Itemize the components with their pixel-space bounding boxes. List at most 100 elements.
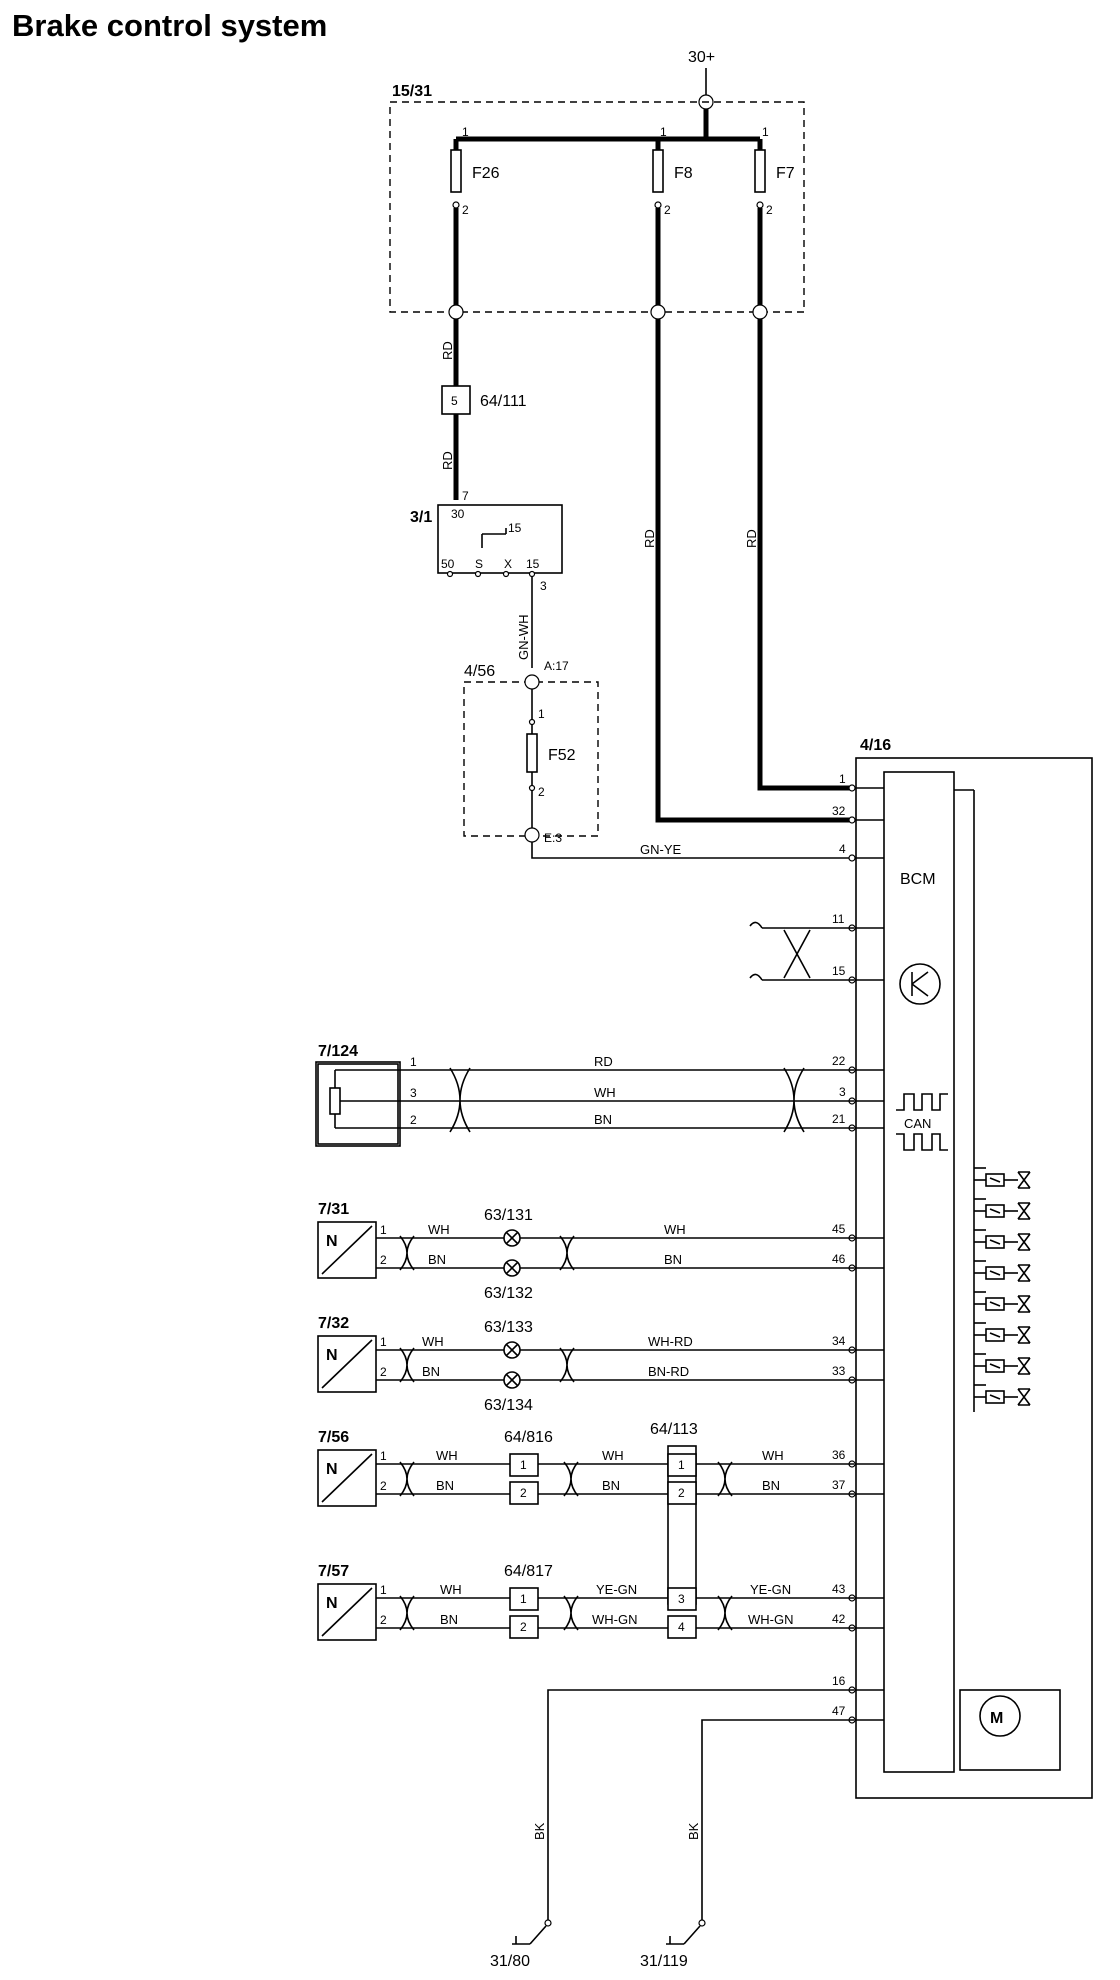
bcm-pin-3: 3 [839, 1085, 846, 1099]
svg-text:BN: BN [594, 1112, 612, 1127]
svg-text:50: 50 [441, 557, 455, 571]
ground-31-80-label: 31/80 [490, 1953, 530, 1970]
valve-icon [974, 1291, 1031, 1313]
svg-text:2: 2 [380, 1253, 387, 1267]
fuse-f8-label: F8 [674, 165, 693, 182]
wire-rd-label-4: RD [744, 529, 759, 548]
bcm-module: 4/16 BCM CAN M [855, 737, 1093, 1799]
svg-text:3: 3 [678, 1592, 685, 1606]
sensor-7-57-label: 7/57 [318, 1563, 349, 1580]
svg-text:1: 1 [462, 125, 469, 139]
fuse-f8-body [652, 149, 664, 193]
svg-text:S: S [475, 557, 483, 571]
bcm-pin-36: 36 [832, 1448, 846, 1462]
svg-text:WH: WH [664, 1222, 686, 1237]
fusebox-15-31: 15/31 1 2 F26 1 2 F8 1 [389, 83, 805, 320]
svg-text:WH: WH [436, 1448, 458, 1463]
valve-icon [974, 1353, 1031, 1375]
f26-branch: RD 5 64/111 RD 7 [440, 319, 527, 503]
fusebox-15-31-label: 15/31 [392, 83, 432, 100]
svg-text:2: 2 [520, 1620, 527, 1634]
svg-text:BN: BN [440, 1612, 458, 1627]
sensor-7-124: 7/124 1 3 2 RD WH BN [315, 1043, 854, 1147]
svg-text:2: 2 [410, 1113, 417, 1127]
wheel-sensors: 7/31 N 1 2 WH BN 63/131 63/132 WH BN [317, 1201, 854, 1641]
svg-text:WH-RD: WH-RD [648, 1334, 693, 1349]
connector-64-113-lower: 3 4 [667, 1587, 697, 1639]
svg-text:2: 2 [766, 203, 773, 217]
svg-text:N: N [326, 1461, 338, 1478]
svg-text:64/816: 64/816 [504, 1429, 553, 1446]
bcm-pin-16: 16 [832, 1674, 846, 1688]
connector-63-134: 63/134 [484, 1371, 533, 1414]
bcm-terminal-32 [848, 816, 856, 824]
svg-text:4: 4 [678, 1620, 685, 1634]
svg-text:15: 15 [526, 557, 540, 571]
bcm-pin-21: 21 [832, 1112, 846, 1126]
svg-text:1: 1 [520, 1458, 527, 1472]
svg-text:1: 1 [380, 1223, 387, 1237]
svg-text:BN: BN [762, 1478, 780, 1493]
svg-text:3: 3 [540, 579, 547, 593]
svg-text:BN: BN [602, 1478, 620, 1493]
gateway-icon [899, 963, 941, 1005]
svg-text:1: 1 [538, 707, 545, 721]
connector-63-132: 63/132 [484, 1259, 533, 1302]
valve-icon [974, 1229, 1031, 1251]
svg-text:E:3: E:3 [544, 831, 562, 845]
supply-terminal-label: 30+ [688, 49, 715, 66]
valve-icon [974, 1384, 1031, 1406]
fuse-f7-body [754, 149, 766, 193]
svg-text:WH-GN: WH-GN [592, 1612, 638, 1627]
motor-letter: M [990, 1710, 1003, 1727]
bcm-terminal-4 [848, 854, 856, 862]
sensor-7-31-label: 7/31 [318, 1201, 349, 1218]
svg-text:3: 3 [410, 1086, 417, 1100]
svg-text:WH: WH [422, 1334, 444, 1349]
bcm-pin-34: 34 [832, 1334, 846, 1348]
wire-gn-wh-label: GN-WH [516, 615, 531, 661]
connector-63-133: 63/133 [484, 1319, 533, 1359]
bcm-pin-22: 22 [832, 1054, 846, 1068]
svg-text:2: 2 [664, 203, 671, 217]
svg-text:30: 30 [451, 507, 465, 521]
bcm-pin-37: 37 [832, 1478, 846, 1492]
svg-text:A:17: A:17 [544, 659, 569, 673]
ground-symbol-31-119: 31/119 [640, 1919, 706, 1970]
wire-gn-ye-label: GN-YE [640, 842, 682, 857]
svg-text:64/817: 64/817 [504, 1563, 553, 1580]
svg-text:RD: RD [594, 1054, 613, 1069]
gn-wh-wire: GN-WH [516, 577, 533, 668]
bcm-pin-42: 42 [832, 1612, 846, 1626]
wheel-sensor-7-57: 7/57 N 1 2 WH BN 64/817 1 2 YE-GN WH-GN … [317, 1563, 854, 1641]
ground-wires: BK BK 31/80 31/119 [490, 1689, 854, 1970]
svg-text:64/113: 64/113 [650, 1421, 698, 1438]
svg-text:WH: WH [594, 1085, 616, 1100]
bcm-pin-15: 15 [832, 964, 846, 978]
fusebox-4-56-label: 4/56 [464, 663, 495, 680]
connector-64-816: 64/816 1 2 [504, 1429, 553, 1505]
wheel-sensor-7-56: 7/56 N 1 2 WH BN 64/816 1 2 WH BN 64/113 [317, 1421, 854, 1605]
ground-symbol-31-80: 31/80 [490, 1919, 552, 1970]
can-bus-icon: CAN [896, 1093, 948, 1151]
ground-31-119-label: 31/119 [640, 1953, 688, 1970]
svg-text:1: 1 [678, 1458, 685, 1472]
bcm-pin-4: 4 [839, 842, 846, 856]
svg-text:BN: BN [436, 1478, 454, 1493]
valve-symbols [954, 789, 1031, 1412]
svg-text:2: 2 [520, 1486, 527, 1500]
wheel-sensor-7-31: 7/31 N 1 2 WH BN 63/131 63/132 WH BN [317, 1201, 854, 1302]
connector-63-131: 63/131 [484, 1207, 533, 1247]
svg-text:YE-GN: YE-GN [596, 1582, 637, 1597]
connector-64-817: 64/817 1 2 [504, 1563, 553, 1639]
svg-text:BN: BN [428, 1252, 446, 1267]
bcm-terminal-1 [848, 784, 856, 792]
motor-symbol: M [959, 1689, 1061, 1771]
wire-rd-label-3: RD [642, 529, 657, 548]
svg-text:1: 1 [380, 1449, 387, 1463]
wire-bk-label-1: BK [532, 1822, 547, 1840]
svg-text:WH-GN: WH-GN [748, 1612, 794, 1627]
bcm-pin-1: 1 [839, 772, 846, 786]
switch-3-1-label: 3/1 [410, 509, 432, 526]
wire-bk-label-2: BK [686, 1822, 701, 1840]
